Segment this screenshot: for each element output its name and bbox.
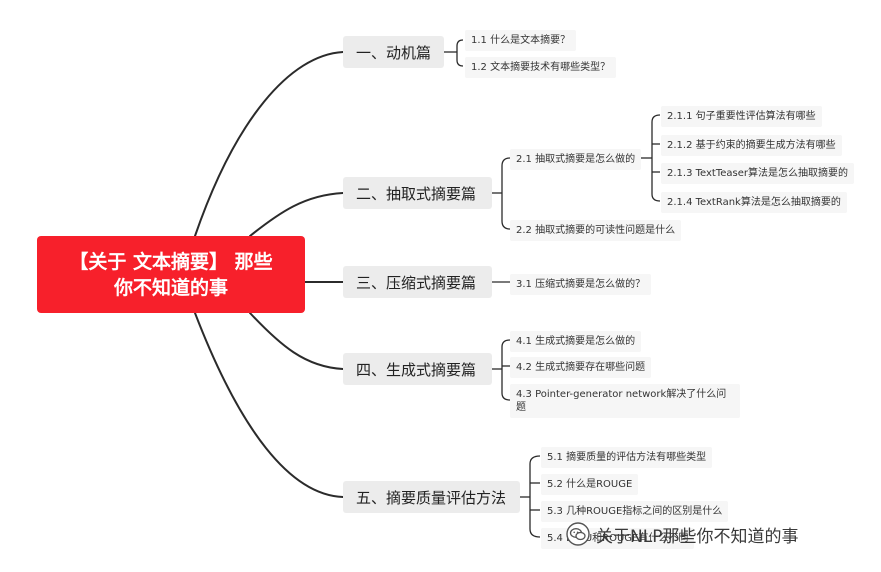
subtopic-2-1-4: 2.1.4 TextRank算法是怎么抽取摘要的 <box>661 192 847 213</box>
subtopic-2-2: 2.2 抽取式摘要的可读性问题是什么 <box>510 220 682 241</box>
subtopic-1-1: 1.1 什么是文本摘要？ <box>465 30 577 51</box>
subtopic-2-1: 2.1 抽取式摘要是怎么做的 <box>510 149 642 170</box>
subtopic-5-1: 5.1 摘要质量的评估方法有哪些类型 <box>541 447 713 468</box>
subtopic-2-1-2: 2.1.2 基于约束的摘要生成方法有哪些 <box>661 135 842 156</box>
root-line-1: 【关于 文本摘要】 那些 <box>69 250 273 273</box>
topic-evaluation: 五、摘要质量评估方法 <box>343 481 520 513</box>
watermark: 关于NLP那些你不知道的事 <box>566 520 798 548</box>
topic-extractive: 二、抽取式摘要篇 <box>343 177 492 209</box>
wechat-icon <box>566 522 590 546</box>
topic-motivation: 一、动机篇 <box>343 36 444 68</box>
root-line-2: 你不知道的事 <box>113 276 228 299</box>
topic-abstractive: 四、生成式摘要篇 <box>343 353 492 385</box>
root-topic: 【关于 文本摘要】 那些 你不知道的事 <box>37 236 305 313</box>
topic-compressive: 三、压缩式摘要篇 <box>343 266 492 298</box>
subtopic-5-3: 5.3 几种ROUGE指标之间的区别是什么 <box>541 501 729 522</box>
watermark-text: 关于NLP那些你不知道的事 <box>596 526 799 547</box>
subtopic-1-2: 1.2 文本摘要技术有哪些类型？ <box>465 57 617 78</box>
subtopic-4-1: 4.1 生成式摘要是怎么做的 <box>510 331 642 352</box>
subtopic-5-2: 5.2 什么是ROUGE <box>541 474 639 495</box>
subtopic-2-1-1: 2.1.1 句子重要性评估算法有哪些 <box>661 106 822 127</box>
subtopic-4-3: 4.3 Pointer-generator network解决了什么问题 <box>510 384 740 418</box>
subtopic-4-2: 4.2 生成式摘要存在哪些问题 <box>510 357 652 378</box>
subtopic-2-1-3: 2.1.3 TextTeaser算法是怎么抽取摘要的 <box>661 163 855 184</box>
subtopic-3-1: 3.1 压缩式摘要是怎么做的？ <box>510 274 652 295</box>
